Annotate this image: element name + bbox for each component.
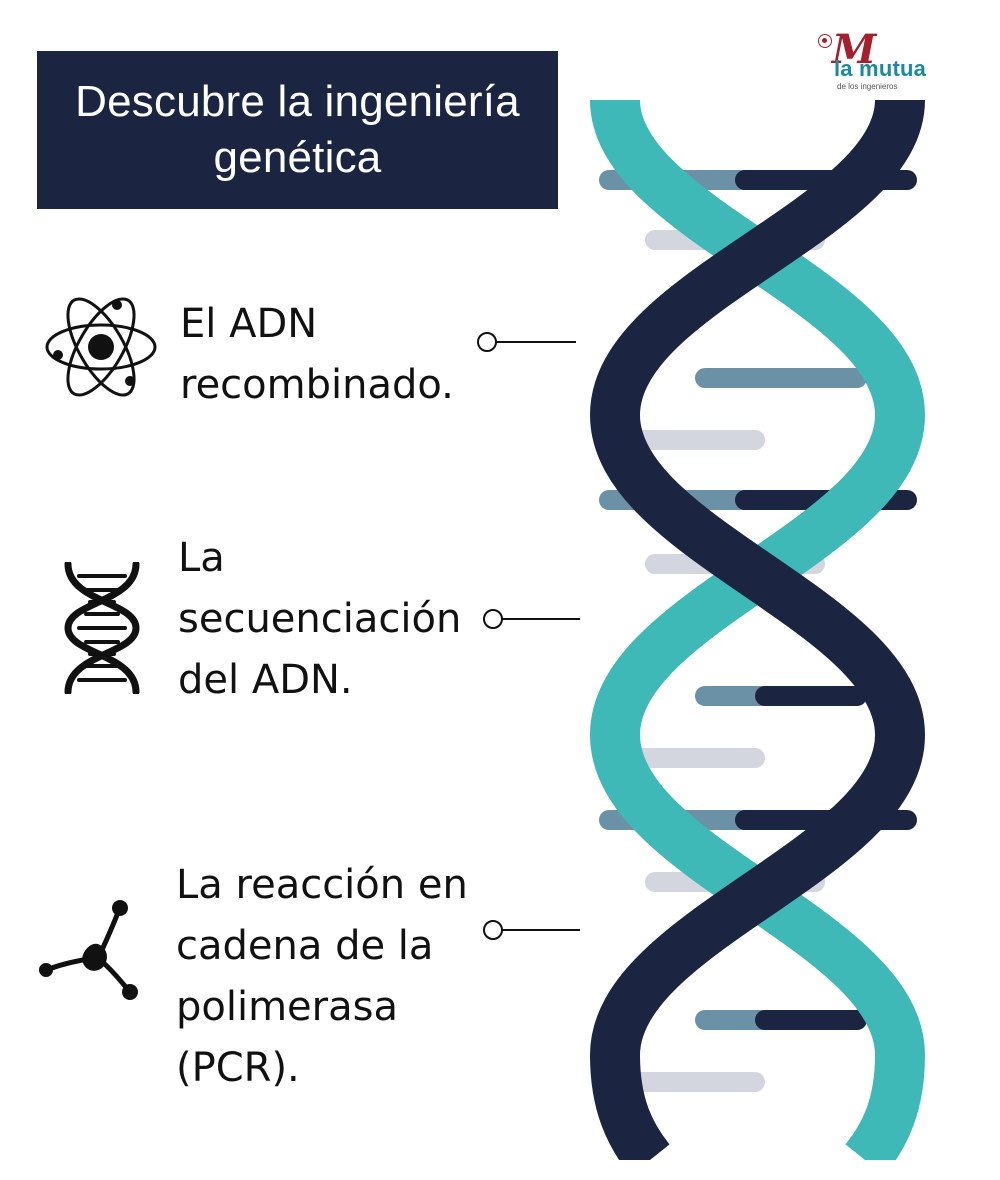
item-1-line-2: recombinado. <box>180 362 454 408</box>
dna-helix-illustration <box>589 100 926 1160</box>
title-line-1: Descubre la ingeniería <box>75 77 520 126</box>
la-mutua-logo: M la mutua de los ingenieros <box>812 30 952 100</box>
item-3-line-3: polimerasa <box>176 984 398 1030</box>
atom-icon <box>45 297 157 397</box>
item-3-line-4: (PCR). <box>176 1045 300 1091</box>
connector-2 <box>483 609 580 629</box>
helix-strand-teal <box>589 100 926 1160</box>
logo-seal-icon <box>818 34 832 48</box>
item-2-line-3: del ADN. <box>178 657 353 703</box>
item-label-dna-sequencing: La secuenciación del ADN. <box>178 528 461 711</box>
item-2-line-1: La <box>178 535 225 581</box>
logo-mark: M <box>832 26 877 73</box>
item-label-pcr: La reacción en cadena de la polimerasa (… <box>176 855 468 1099</box>
logo-name: la mutua <box>834 56 927 81</box>
helix-strand-navy <box>589 100 926 1160</box>
connector-3 <box>483 920 580 940</box>
item-3-line-2: cadena de la <box>176 923 434 969</box>
molecule-icon <box>39 900 138 1000</box>
logo-tagline: de los ingenieros <box>837 82 898 91</box>
title-banner: Descubre la ingeniería genética <box>37 51 558 209</box>
page-title: Descubre la ingeniería genética <box>75 74 520 186</box>
dna-icon <box>64 562 140 694</box>
title-line-2: genética <box>213 133 382 182</box>
item-label-recombinant-dna: El ADN recombinado. <box>180 294 454 416</box>
connector-1 <box>477 332 576 352</box>
item-2-line-2: secuenciación <box>178 596 462 642</box>
item-3-line-1: La reacción en <box>176 862 468 908</box>
item-1-line-1: El ADN <box>180 301 318 347</box>
